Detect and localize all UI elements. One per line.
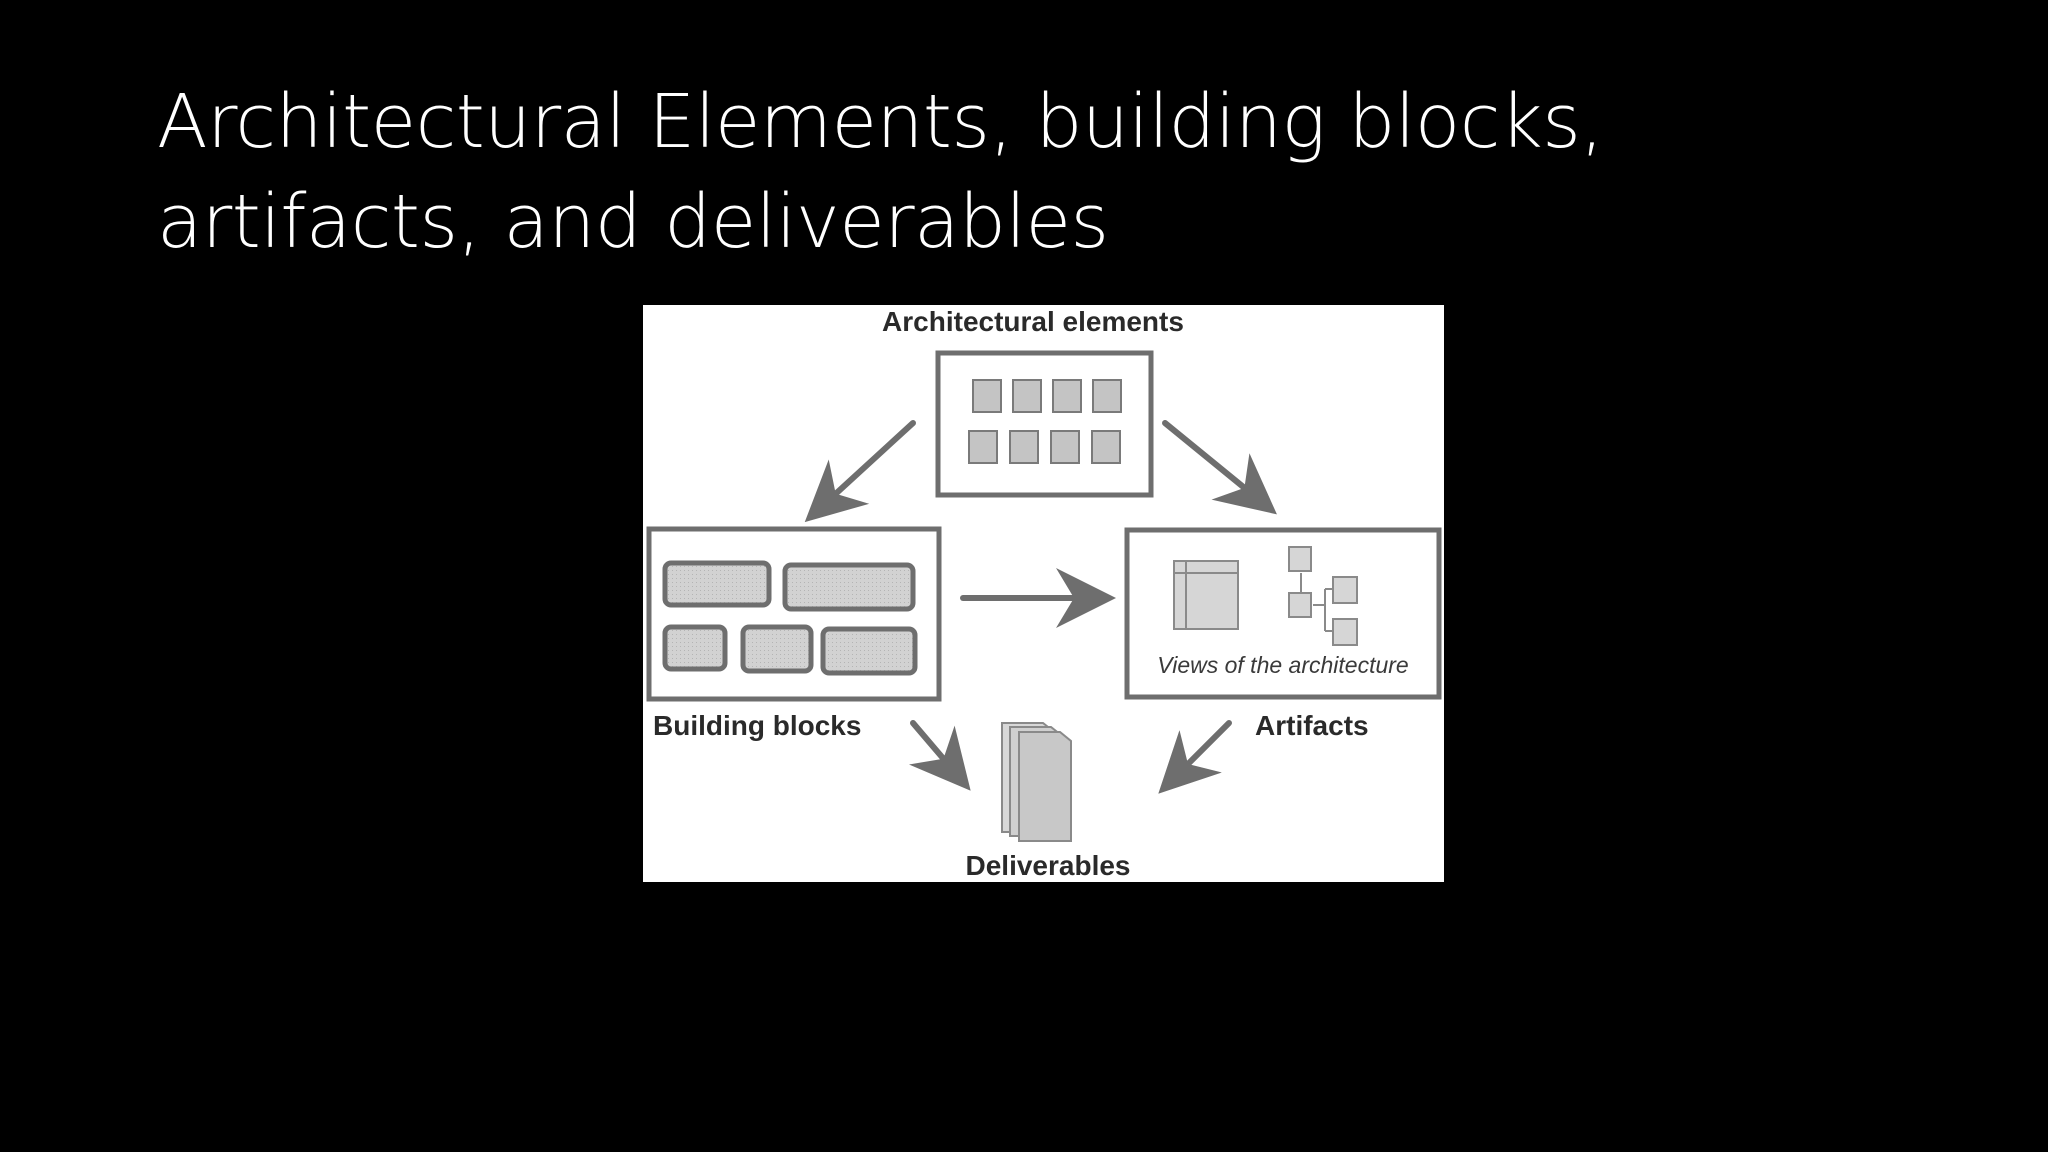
deliverables-label: Deliverables [966,850,1131,881]
element-grid [968,379,1122,464]
arrow-blocks-to-deliverables [908,720,971,791]
artifacts-label: Artifacts [1255,710,1369,741]
view-tree-icon [1288,546,1358,646]
deliverables-stack-icon [1001,722,1072,842]
arrow-artifacts-to-deliverables [1158,720,1232,794]
arrow-elements-to-artifacts [1162,420,1277,515]
slide-title: Architectural Elements, building blocks,… [157,72,1857,272]
architectural-elements-label: Architectural elements [882,306,1184,337]
block-shapes [662,560,918,676]
architectural-elements-box [935,350,1154,498]
diagram-canvas: Architectural elements [646,306,1442,881]
slide-title-line-2: artifacts, and deliverables [157,179,1109,265]
building-blocks-box [646,526,942,702]
slide-title-line-1: Architectural Elements, building blocks, [157,79,1604,165]
artifacts-caption: Views of the architecture [1157,652,1408,678]
arrow-elements-to-blocks [804,420,916,523]
view-document-icon [1173,560,1239,630]
building-blocks-label: Building blocks [653,710,861,741]
connector-arrows [804,420,1277,794]
artifacts-box: Views of the architecture [1124,527,1442,700]
architecture-diagram: Architectural elements [643,305,1444,882]
